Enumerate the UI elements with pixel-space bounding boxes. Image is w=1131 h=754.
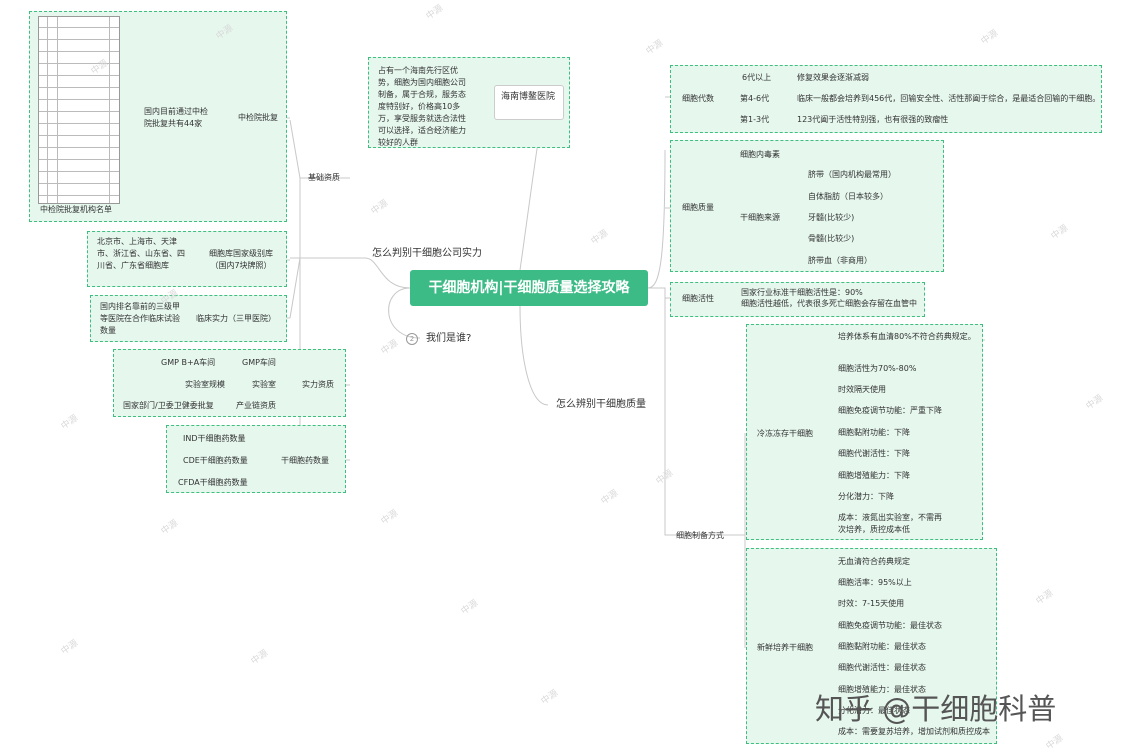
activity-desc-1: 国家行业标准干细胞活性是：90% (741, 288, 863, 297)
activity-node[interactable]: 细胞活性 (682, 294, 714, 303)
frozen-item-4: 细胞黏附功能：下降 (838, 428, 910, 437)
frozen-node[interactable]: 冷冻冻存干细胞 (757, 429, 813, 438)
fresh-item-1: 细胞活率：95%以上 (838, 578, 912, 587)
topic-company-strength[interactable]: 怎么判别干细胞公司实力 (372, 248, 482, 259)
gen-item-0-key: 6代以上 (742, 73, 772, 82)
gen-item-0-value: 修复效果会逐渐减弱 (797, 73, 869, 82)
chain-detail: 国家部门/卫委卫健委批复 (123, 401, 214, 410)
frozen-item-2: 时效隔天使用 (838, 385, 886, 394)
gen-item-1-key: 第4-6代 (740, 94, 770, 103)
fresh-item-2: 时效：7-15天使用 (838, 599, 905, 608)
hospital-desc: 占有一个海南先行区优势，细胞为国内细胞公司制备，属于合规，服务态度特别好，价格高… (378, 66, 466, 147)
frozen-item-7: 分化潜力：下降 (838, 492, 894, 501)
generation-box (670, 65, 1102, 133)
fresh-item-3: 细胞免疫调节功能：最佳状态 (838, 621, 942, 630)
hospital-node[interactable]: 海南博鳌医院 (494, 85, 564, 120)
number-badge: 2 (406, 333, 418, 345)
activity-box (670, 282, 925, 317)
fresh-item-7: 分化潜力：最佳状态 (838, 706, 910, 715)
source-item-3: 骨髓(比较少) (808, 234, 855, 243)
topic-who-label: 我们是谁? (426, 333, 472, 344)
source-item-0: 脐带（国内机构最常用） (808, 170, 896, 179)
source-node[interactable]: 干细胞来源 (740, 213, 780, 222)
source-item-2: 牙髓(比较少) (808, 213, 855, 222)
clinical-node[interactable]: 临床实力（三甲医院） (196, 314, 276, 323)
topic-who-are-we[interactable]: 2 我们是谁? (406, 332, 471, 346)
zhihu-watermark: 知乎 @干细胞科普 (815, 692, 1057, 726)
frozen-item-5: 细胞代谢活性：下降 (838, 449, 910, 458)
fresh-item-0: 无血清符合药典规定 (838, 557, 910, 566)
lab-detail: 实验室规模 (185, 380, 225, 389)
zhongjian-node[interactable]: 中检院批复 (238, 113, 278, 122)
gen-item-1-value: 临床一般都会培养到456代，回输安全性、活性那阖于综合，是最适合回输的干细胞。 (797, 94, 1101, 103)
quality-node[interactable]: 细胞质量 (682, 203, 714, 212)
activity-desc-2: 细胞活性越低，代表很多死亡细胞会存留在血管中 (741, 299, 917, 308)
ind-node[interactable]: IND干细胞药数量 (183, 434, 246, 443)
fresh-box (746, 548, 997, 744)
zhongjian-list-label: 中检院批复机构名单 (40, 205, 112, 214)
cfda-node[interactable]: CFDA干细胞药数量 (178, 478, 248, 487)
gen-item-2-key: 第1-3代 (740, 115, 770, 124)
bank-node[interactable]: 细胞库国家级别库（国内7块牌照） (209, 249, 273, 270)
fresh-item-6: 细胞增殖能力：最佳状态 (838, 685, 926, 694)
strength-node[interactable]: 实力资质 (302, 380, 334, 389)
bank-box (87, 231, 287, 287)
toxin-node[interactable]: 细胞内毒素 (740, 150, 780, 159)
strength-box (113, 349, 346, 417)
drug-node[interactable]: 干细胞药数量 (281, 456, 329, 465)
frozen-item-1: 细胞活性为70%-80% (838, 364, 917, 373)
clinical-desc: 国内排名靠前的三级甲等医院在合作临床试验数量 (100, 302, 180, 335)
gmp-detail: GMP B+A车间 (161, 358, 216, 367)
frozen-box (746, 324, 983, 540)
quality-box (670, 140, 944, 272)
frozen-item-6: 细胞增殖能力：下降 (838, 471, 910, 480)
zhongjian-list-table (38, 16, 120, 204)
drug-box (166, 425, 346, 493)
frozen-item-3: 细胞免疫调节功能：严重下降 (838, 406, 942, 415)
gen-item-2-value: 123代阖于活性特别强，也有很强的致瘤性 (797, 115, 949, 124)
clinical-box (90, 295, 287, 342)
fresh-item-4: 细胞黏附功能：最佳状态 (838, 642, 926, 651)
fresh-node[interactable]: 新鲜培养干细胞 (757, 643, 813, 652)
basic-node[interactable]: 基础资质 (308, 173, 340, 182)
chain-node[interactable]: 产业链资质 (236, 401, 276, 410)
generation-node[interactable]: 细胞代数 (682, 94, 714, 103)
source-item-1: 自体脂肪（日本较多） (808, 192, 888, 201)
lab-node[interactable]: 实验室 (252, 380, 276, 389)
fresh-item-5: 细胞代谢活性：最佳状态 (838, 663, 926, 672)
frozen-item-0: 培养体系有血清80%不符合药典规定。 (838, 332, 976, 341)
source-item-4: 脐带血（非商用） (808, 256, 872, 265)
zhongjian-count: 国内目前通过中检院批复共有44家 (144, 107, 208, 128)
fresh-item-8: 成本：需要复苏培养，增加试剂和质控成本 (838, 727, 990, 736)
prep-node[interactable]: 细胞制备方式 (676, 531, 724, 540)
bank-regions: 北京市、上海市、天津市、浙江省、山东省、四川省、广东省细胞库 (97, 237, 185, 270)
gmp-node[interactable]: GMP车间 (242, 358, 276, 367)
topic-stemcell-quality[interactable]: 怎么辨别干细胞质量 (556, 399, 646, 410)
cde-node[interactable]: CDE干细胞药数量 (183, 456, 248, 465)
frozen-item-8: 成本：液氮出实验室，不需再次培养，质控成本低 (838, 513, 942, 534)
central-topic[interactable]: 干细胞机构|干细胞质量选择攻略 (410, 270, 648, 306)
